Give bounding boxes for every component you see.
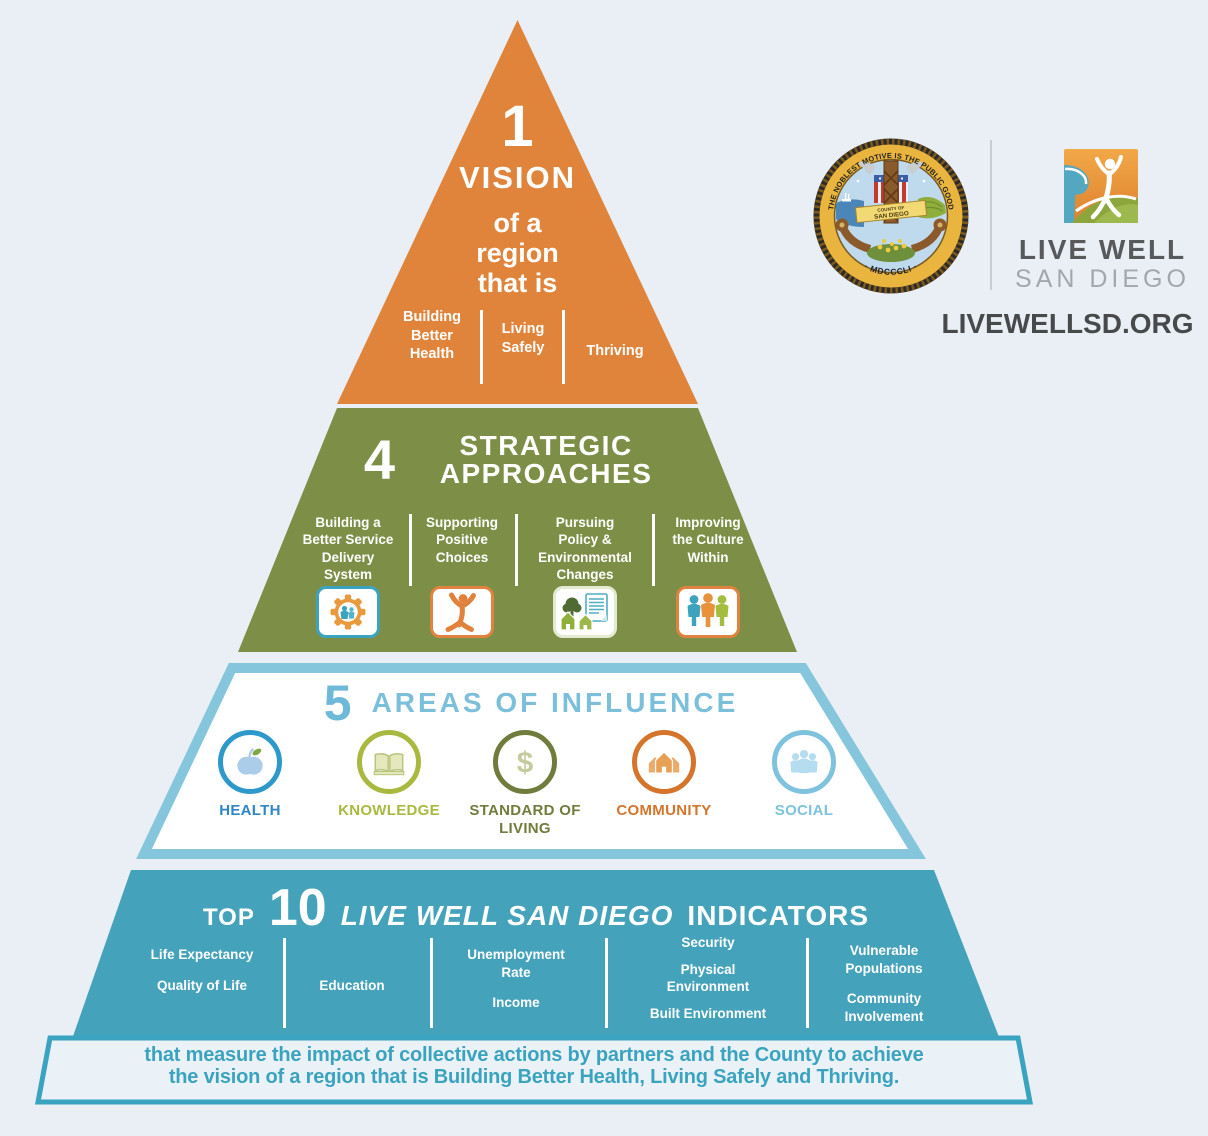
svg-text:$: $ (517, 747, 534, 780)
separator (652, 514, 655, 586)
separator (515, 514, 518, 586)
indicators-heading: TOP 10 LIVE WELL SAN DIEGO INDICATORS (71, 878, 1001, 938)
policy-environment-icon (553, 586, 617, 638)
separator (409, 514, 412, 586)
areas-heading: 5 AREAS OF INFLUENCE (130, 678, 932, 728)
logo-figure (1090, 155, 1123, 220)
san-diego-wordmark: SAN DIEGO (1015, 265, 1190, 293)
dollar-icon: $ (493, 730, 557, 794)
gear-people-icon (316, 586, 380, 638)
vision-title: VISION (458, 160, 577, 195)
approach-item-culture-within: Improving the Culture Within (672, 515, 744, 565)
apple-icon (218, 730, 282, 794)
separator (605, 938, 608, 1028)
indicator-column-4: Security Physical Environment Built Envi… (642, 934, 774, 1022)
footer-bar-shape (34, 1035, 1034, 1105)
indicators-brand: LIVE WELL SAN DIEGO (340, 900, 674, 931)
indicator-item: Built Environment (649, 1005, 767, 1021)
indicator-column-3: Unemployment Rate Income (454, 946, 578, 1012)
separator (806, 938, 809, 1028)
indicator-item: Life Expectancy (150, 947, 254, 962)
separator (480, 310, 483, 384)
open-book-icon (357, 730, 421, 794)
vision-item-building-better-health: Building Better Health (403, 309, 461, 363)
approaches-heading: 4 STRATEGIC APPROACHES (238, 422, 797, 498)
seal-axe (858, 161, 876, 175)
seal-banner-top-text: COUNTY OF (877, 205, 905, 213)
seal-banner: COUNTY OF SAN DIEGO (854, 199, 928, 224)
vision-item-living-safely: Living Safely (501, 321, 545, 356)
indicator-item: Education (319, 978, 385, 994)
footer-line-1: that measure the impact of collective ac… (144, 1044, 924, 1066)
seal-flowers (877, 239, 907, 253)
seal-banner-bottom-text: SAN DIEGO (874, 210, 909, 221)
approach-item-policy-changes: Pursuing Policy & Environmental Changes (538, 515, 632, 582)
indicators-rest: INDICATORS (687, 900, 870, 931)
area-health: HEALTH (175, 730, 325, 820)
area-label: KNOWLEDGE (338, 802, 440, 819)
people-icon (772, 730, 836, 794)
approach-item-service-delivery: Building a Better Service Delivery Syste… (302, 515, 394, 582)
tier-areas-of-influence: 5 AREAS OF INFLUENCE HEALTH (130, 658, 932, 866)
separator (562, 310, 565, 384)
approaches-title: STRATEGIC APPROACHES (439, 430, 653, 489)
areas-number: 5 (323, 675, 352, 731)
indicator-column-5: Vulnerable Populations Community Involve… (814, 942, 954, 1025)
separator (430, 938, 433, 1028)
area-label: SOCIAL (774, 802, 834, 819)
vision-number: 1 (501, 94, 534, 159)
approaches-number: 4 (363, 428, 396, 491)
area-label: STANDARD OF LIVING (469, 802, 581, 837)
approach-item-positive-choices: Supporting Positive Choices (426, 515, 498, 565)
indicators-top-label: TOP (202, 904, 255, 931)
area-community: COMMUNITY (589, 730, 739, 820)
indicator-item: Quality of Life (156, 977, 247, 993)
indicator-column-2: Education (292, 944, 412, 1028)
seal-ship (842, 193, 851, 202)
areas-title: AREAS OF INFLUENCE (371, 687, 739, 718)
area-label: HEALTH (219, 802, 281, 819)
brand-divider (990, 140, 992, 290)
houses-icon (632, 730, 696, 794)
live-well-logo-mark (1064, 149, 1138, 223)
vision-item-thriving: Thriving (586, 343, 644, 359)
vision-subtitle: of a region that is (476, 208, 559, 299)
indicators-number: 10 (268, 879, 327, 937)
active-person-icon (430, 586, 494, 638)
separator (283, 938, 286, 1028)
indicator-item: Physical Environment (666, 961, 750, 995)
footer-line-2: the vision of a region that is Building … (168, 1066, 900, 1088)
indicator-item: Unemployment Rate (467, 947, 565, 980)
website-url: LIVEWELLSD.ORG (941, 308, 1194, 339)
county-seal: COUNTY OF SAN DIEGO THE NOBLEST MOTIVE I… (813, 138, 969, 294)
indicator-item: Vulnerable Populations (845, 943, 923, 976)
logo-wave (1064, 165, 1089, 223)
area-social: SOCIAL (729, 730, 879, 820)
area-standard-of-living: $ STANDARD OF LIVING (450, 730, 600, 838)
area-label: COMMUNITY (616, 802, 712, 819)
area-knowledge: KNOWLEDGE (314, 730, 464, 820)
footer-statement: that measure the impact of collective ac… (104, 1044, 964, 1088)
indicator-item: Community Involvement (844, 991, 924, 1024)
indicator-item: Security (681, 935, 735, 950)
people-group-icon (676, 586, 740, 638)
tier-strategic-approaches: 4 STRATEGIC APPROACHES Building a Better… (238, 408, 797, 652)
indicator-column-1: Life Expectancy Quality of Life (147, 946, 257, 994)
tier-top10-indicators: TOP 10 LIVE WELL SAN DIEGO INDICATORS Li… (71, 870, 1001, 1042)
seal-axe (906, 161, 924, 175)
indicator-item: Income (492, 995, 540, 1011)
tier-vision: 1 VISION of a region that is Building Be… (337, 20, 698, 404)
live-well-wordmark: LIVE WELL (1018, 234, 1187, 265)
